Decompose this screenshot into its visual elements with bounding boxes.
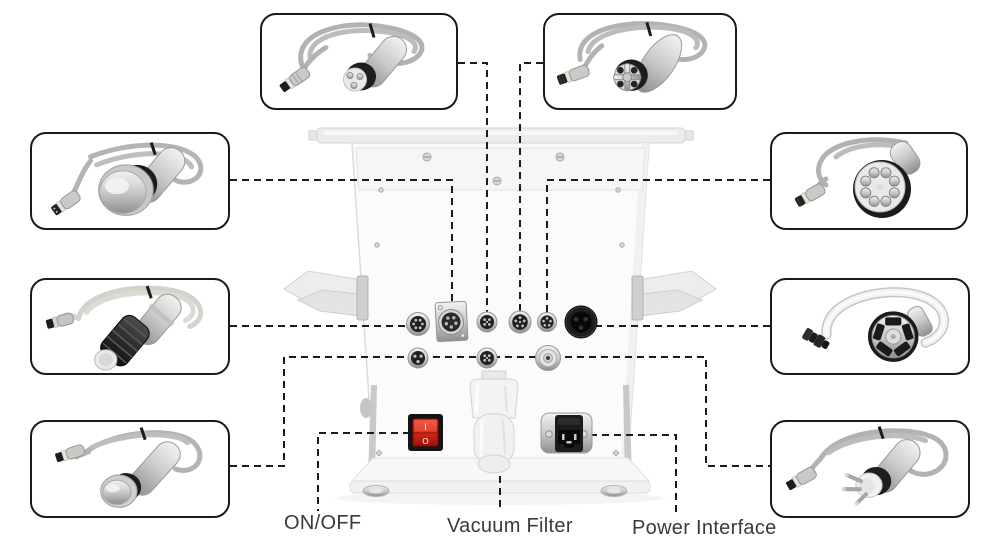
leader-line-onoff [317, 432, 410, 511]
callout-right-top [770, 132, 968, 230]
black-ribbed-probe-handpiece-photo [45, 285, 204, 371]
screw-slots [424, 156, 563, 182]
right-handle-bracket [631, 270, 717, 321]
switch-on-mark: I [424, 422, 427, 432]
callout-top-right [543, 13, 737, 110]
leader-line-left-top-to-xlr [230, 179, 453, 322]
power-switch: I O [408, 414, 443, 451]
leader-line-topA-to-4pin [458, 62, 488, 322]
on-off-label: ON/OFF [284, 512, 362, 534]
connector-plug [45, 312, 75, 329]
port-3pin [407, 347, 429, 369]
connector-plug [794, 183, 826, 207]
connector-plug [51, 190, 81, 216]
hose [821, 287, 950, 348]
connector-plug [55, 444, 86, 463]
side-grommet [360, 398, 372, 418]
port-black-socket [564, 305, 598, 339]
acrylic-top-plate [308, 127, 694, 144]
connector-plug [279, 66, 311, 93]
right-rail [623, 385, 632, 477]
callout-left-top [30, 132, 230, 230]
tripolar-pin-rf-handpiece-photo [785, 426, 949, 506]
power-socket [540, 412, 593, 454]
panel-screws [374, 152, 625, 457]
vacuum-suction-handpiece-photo [802, 287, 950, 362]
machine-shadow [335, 491, 665, 505]
port-6pin [508, 310, 532, 334]
tripolar-rf-handpiece-photo [279, 22, 425, 93]
port-5pin [537, 312, 557, 332]
cable [73, 430, 203, 473]
port-cavitation-6pin [406, 312, 430, 336]
port-vacuum-inlet [535, 345, 561, 371]
callout-right-bottom [770, 420, 970, 518]
electrode-pins [841, 473, 868, 506]
port-4pin [476, 311, 498, 333]
connector-plug [785, 466, 817, 491]
port-4pin-b [476, 347, 498, 369]
switch-off-mark: O [422, 437, 428, 446]
callout-top-left [260, 13, 458, 110]
leader-line-right-top-to-5pin [546, 179, 770, 322]
multipolar-8ball-rf-handpiece-photo [794, 137, 921, 218]
connector-plug [802, 328, 830, 349]
callout-left-middle [30, 278, 230, 375]
left-handle-bracket [283, 270, 369, 321]
rf-disc-handpiece-photo [55, 427, 203, 508]
leader-line-power [590, 434, 677, 513]
callout-left-bottom [30, 420, 230, 518]
port-xlr [434, 300, 469, 343]
connector-plug [556, 64, 590, 85]
leader-line-topB-to-6pin [519, 62, 543, 322]
cavitation-40k-handpiece-photo [51, 142, 204, 216]
vacuum-filter-bottle [469, 370, 519, 474]
power-interface-label: Power Interface [632, 517, 777, 539]
callout-right-middle [770, 278, 970, 375]
rotating-3d-rf-handpiece-photo [556, 21, 708, 93]
vacuum-filter-label: Vacuum Filter [447, 515, 573, 537]
